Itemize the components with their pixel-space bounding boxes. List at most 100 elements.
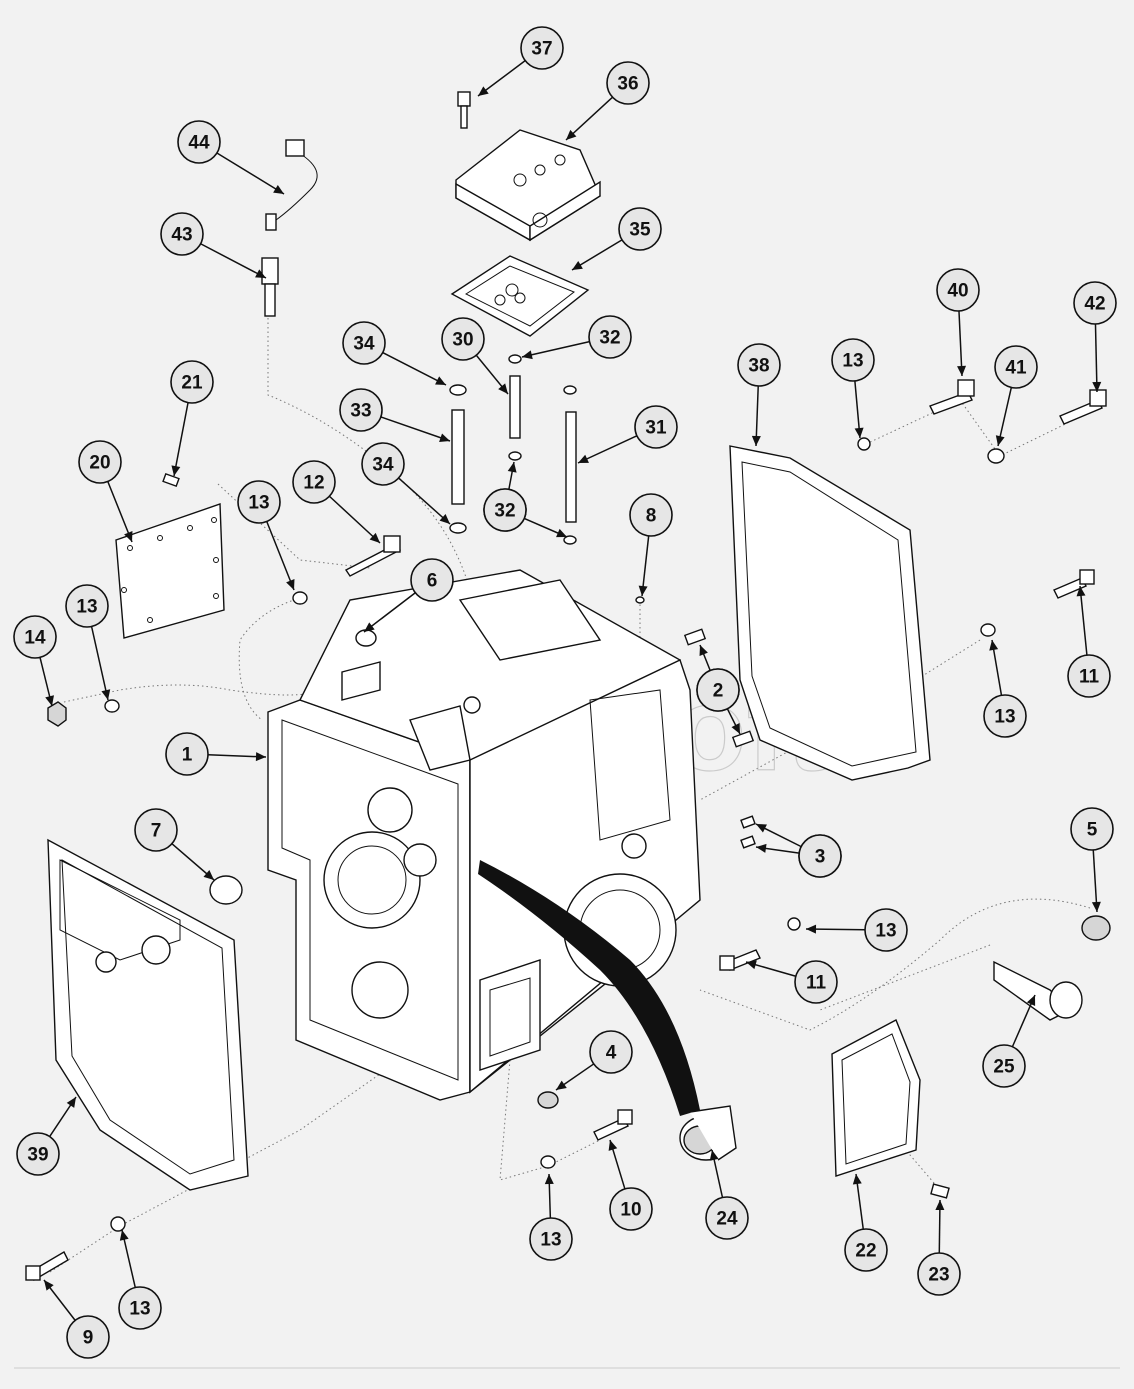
callout-c6: 6 xyxy=(363,558,454,633)
callout-bubble xyxy=(441,317,485,361)
leader-arrowhead xyxy=(608,1140,618,1151)
callout-number: 3 xyxy=(815,847,826,868)
hardware xyxy=(25,379,1111,1281)
callout-number: 32 xyxy=(494,501,515,522)
callout-bubble xyxy=(936,268,980,312)
callout-number: 43 xyxy=(171,225,192,246)
callout-number: 38 xyxy=(748,356,769,377)
leader-arrowhead xyxy=(203,870,214,880)
callout-number: 24 xyxy=(716,1209,738,1230)
leader-arrowhead xyxy=(751,435,761,446)
leader-line xyxy=(266,521,295,591)
callout-bubble xyxy=(1070,807,1114,851)
callout-c13a: 13 xyxy=(831,338,875,439)
callout-c20: 20 xyxy=(78,440,133,543)
callout-c3b: 3 xyxy=(755,834,842,878)
leader-arrowhead xyxy=(101,689,111,700)
leader-arrowhead xyxy=(498,383,508,394)
callout-number: 40 xyxy=(947,281,968,302)
callout-bubble xyxy=(589,1030,633,1074)
leader-line xyxy=(216,152,285,195)
callout-c42: 42 xyxy=(1073,281,1117,393)
leader-line xyxy=(398,477,451,525)
callout-number: 33 xyxy=(350,401,371,422)
leader-arrowhead xyxy=(957,365,967,376)
leader-arrowhead xyxy=(544,1174,554,1185)
leader-arrowhead xyxy=(556,528,567,538)
leader-arrowhead xyxy=(171,465,181,476)
callout-c31: 31 xyxy=(577,405,678,464)
leader-arrowhead xyxy=(995,435,1005,446)
callout-c35: 35 xyxy=(571,207,662,271)
callout-bubble xyxy=(160,212,204,256)
callout-number: 13 xyxy=(540,1230,561,1251)
leader-arrowhead xyxy=(44,1280,54,1291)
callout-c44: 44 xyxy=(177,120,285,195)
leader-arrowhead xyxy=(273,184,284,194)
callout-number: 30 xyxy=(452,330,473,351)
leader-line xyxy=(1092,849,1098,913)
callout-number: 14 xyxy=(24,628,46,649)
callout-c36: 36 xyxy=(565,61,650,141)
leader-arrowhead xyxy=(435,376,446,385)
callout-c7: 7 xyxy=(134,808,215,881)
callout-c34b: 34 xyxy=(361,442,451,525)
callout-bubble xyxy=(983,694,1027,738)
leader-arrowhead xyxy=(852,1174,862,1185)
leader-line xyxy=(997,387,1013,447)
callout-number: 36 xyxy=(617,74,638,95)
callout-bubble xyxy=(170,360,214,404)
callout-bubble xyxy=(237,480,281,524)
callout-c4: 4 xyxy=(555,1030,633,1091)
callout-bubble xyxy=(292,460,336,504)
leader-line xyxy=(107,481,133,543)
screw-21 xyxy=(162,472,180,488)
callout-c2b: 2 xyxy=(696,668,741,735)
callout-c23: 23 xyxy=(917,1199,961,1296)
callout-number: 35 xyxy=(629,220,651,241)
callout-bubble xyxy=(864,908,908,952)
callout-c38: 38 xyxy=(737,343,781,447)
callout-bubble xyxy=(134,808,178,852)
callout-bubble xyxy=(794,960,838,1004)
callout-bubble xyxy=(994,345,1038,389)
leader-arrowhead xyxy=(709,1150,719,1161)
pins-and-orings xyxy=(449,354,577,545)
leader-arrowhead xyxy=(1076,586,1086,597)
leader-arrowhead xyxy=(556,1080,567,1090)
leader-arrowhead xyxy=(935,1200,945,1211)
callout-c40: 40 xyxy=(936,268,980,377)
callout-number: 42 xyxy=(1084,294,1105,315)
callout-bubble xyxy=(361,442,405,486)
bolt-37 xyxy=(457,91,471,129)
callout-number: 37 xyxy=(531,39,552,60)
leader-line xyxy=(755,385,759,447)
leader-line xyxy=(958,310,963,377)
leader-arrowhead xyxy=(119,1230,129,1241)
callout-number: 34 xyxy=(372,455,394,476)
callout-number: 31 xyxy=(645,418,667,439)
callout-bubble xyxy=(339,388,383,432)
leader-arrowhead xyxy=(756,843,767,853)
leader-arrowhead xyxy=(854,427,864,438)
leader-line xyxy=(90,626,109,701)
callout-bubble xyxy=(342,321,386,365)
callout-number: 13 xyxy=(248,493,269,514)
callout-c22: 22 xyxy=(844,1173,888,1272)
callout-labels: 3736444335343032404238134121333120343232… xyxy=(13,26,1117,1359)
leader-arrowhead xyxy=(989,640,999,651)
leader-arrowhead xyxy=(806,924,817,934)
callout-number: 6 xyxy=(427,571,438,592)
callout-c13b: 13 xyxy=(237,480,295,591)
leader-line xyxy=(382,351,447,386)
callout-number: 2 xyxy=(713,681,724,702)
valve-block xyxy=(455,129,601,242)
callout-bubble xyxy=(177,120,221,164)
callout-c33: 33 xyxy=(339,388,451,442)
callout-c13f: 13 xyxy=(529,1173,573,1261)
callout-bubble xyxy=(66,1315,110,1359)
callout-c13e: 13 xyxy=(805,908,908,952)
callout-c13d: 13 xyxy=(983,639,1027,738)
callout-c37: 37 xyxy=(477,26,564,97)
callout-number: 5 xyxy=(1087,820,1098,841)
